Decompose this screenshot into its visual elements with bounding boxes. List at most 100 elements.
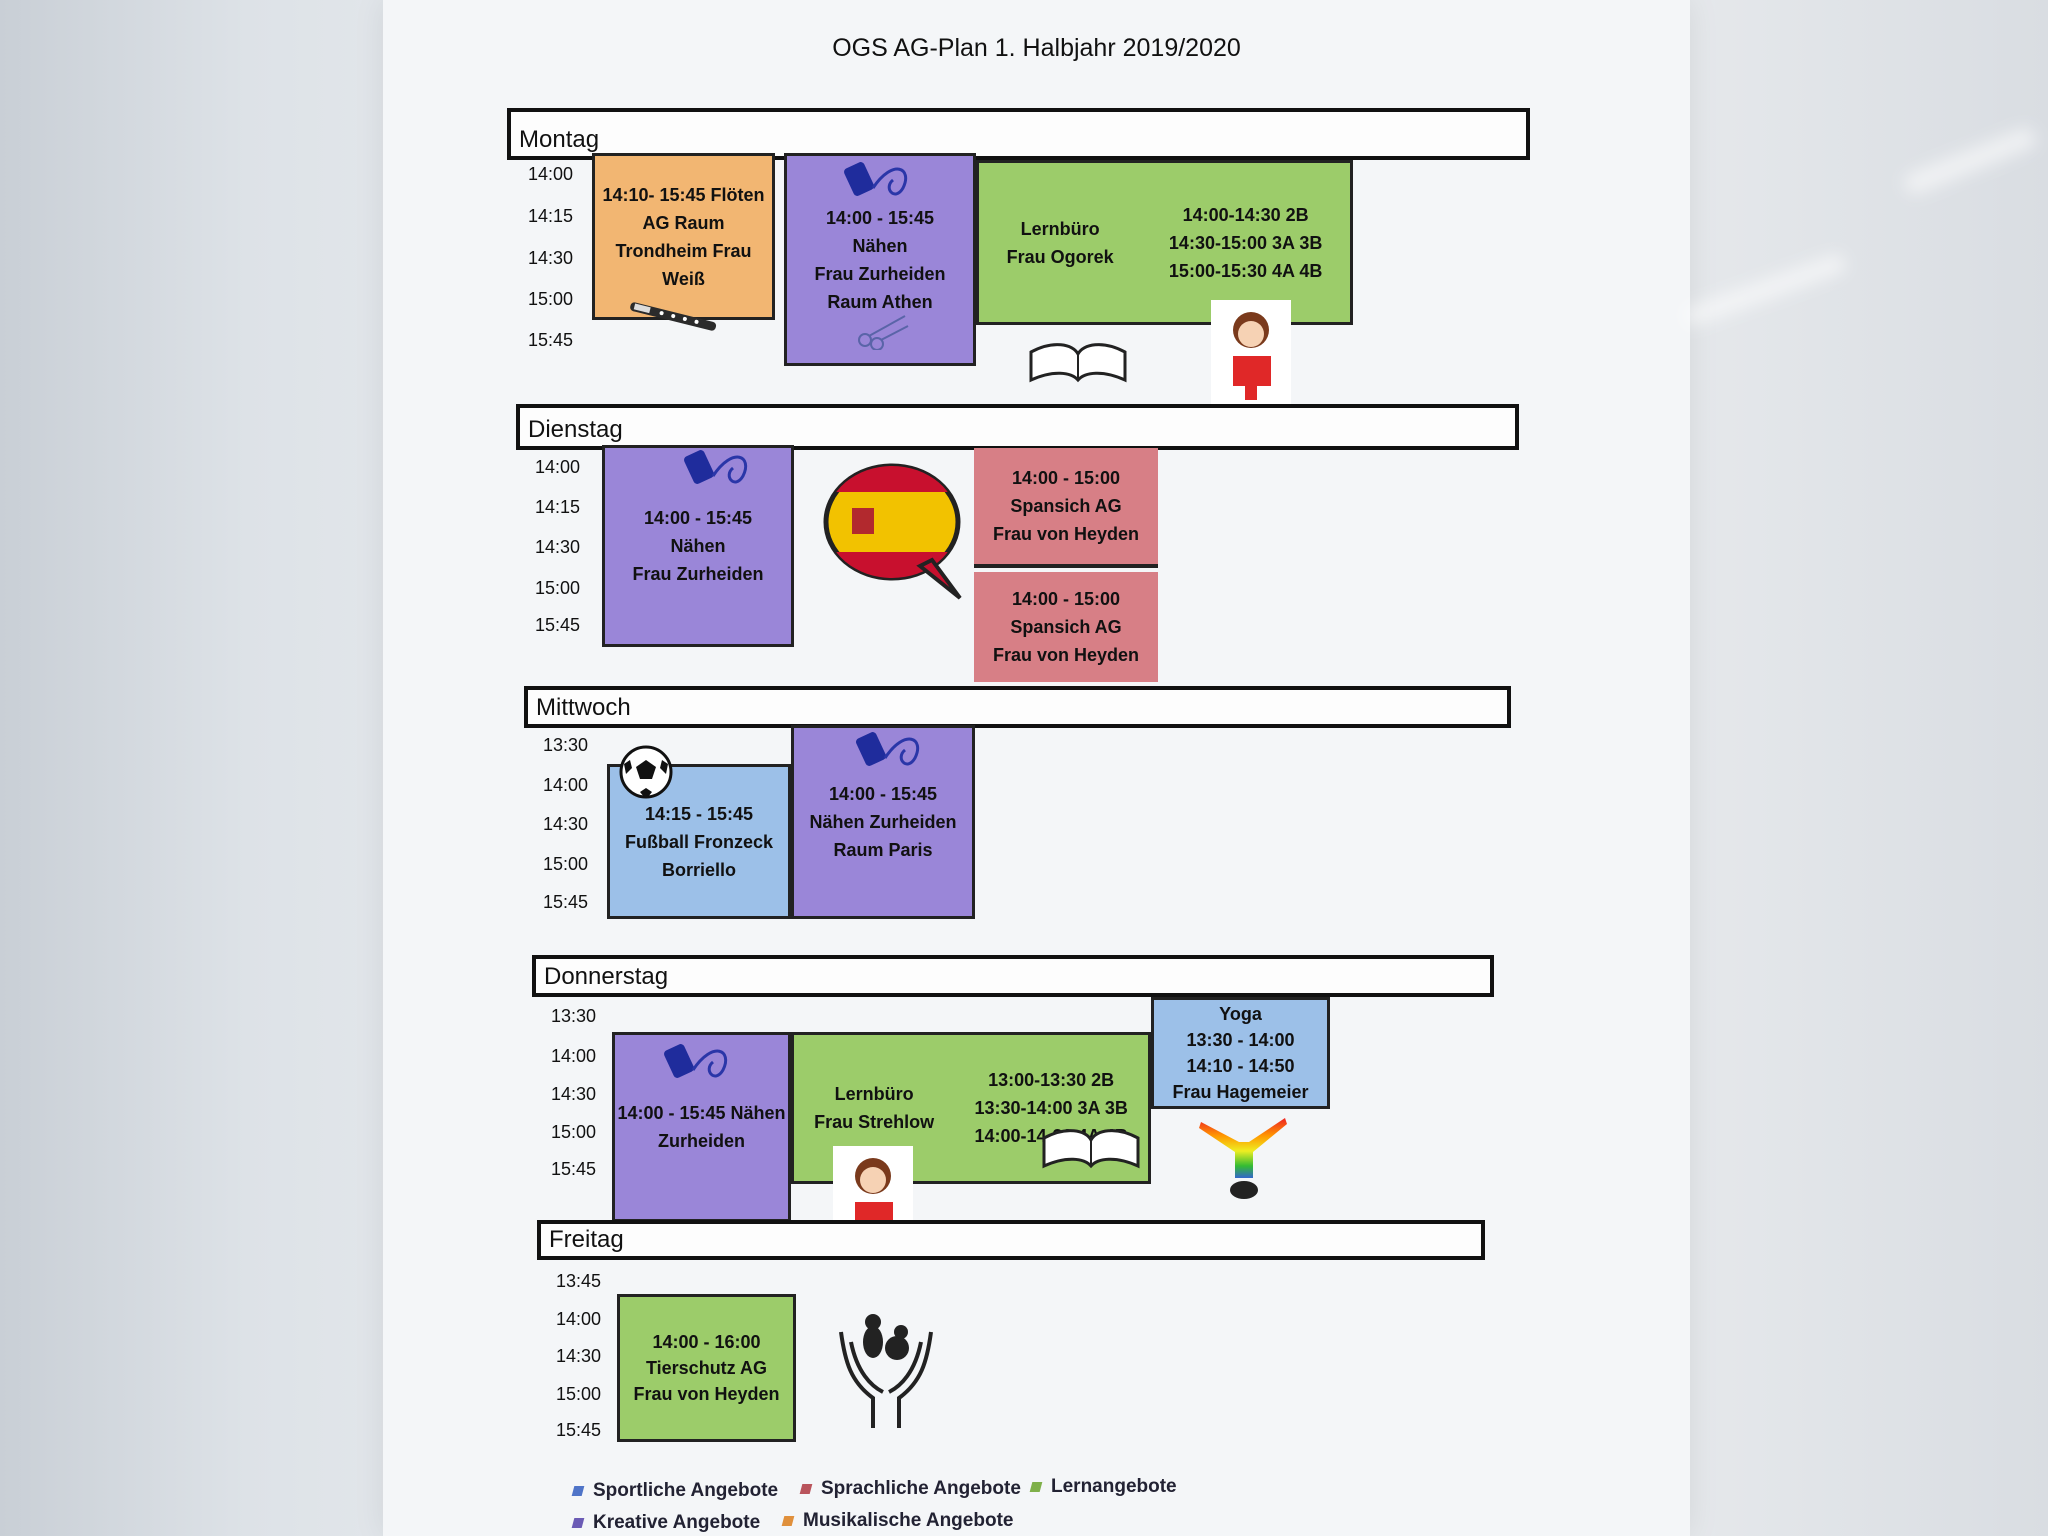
ag-text: Frau Zurheiden [632,564,764,584]
ag-text: Lernbüro [1020,218,1100,239]
ag-text: Raum Paris [833,840,933,860]
ag-text: 13:30-14:00 3A 3B [974,1098,1128,1118]
ag-text: Zurheiden [657,1131,745,1151]
time-label: 14:00 [527,164,573,184]
day-header-montag: Montag [507,108,1530,160]
time-label: 15:45 [542,892,588,912]
time-label: 14:00 [555,1309,601,1329]
ag-text: 13:30 - 14:00 [1186,1030,1295,1050]
legend-swatch [571,1486,585,1496]
day-header-dienstag: Dienstag [516,404,1519,450]
ag-text: Spansich AG [1010,496,1122,516]
time-column-mittwoch: 13:30 14:00 14:30 15:00 15:45 [518,733,588,923]
ag-text: 14:00-14:30 2B [1182,204,1309,225]
ag-text: Borriello [661,859,736,880]
time-label: 14:30 [550,1084,596,1104]
ag-box-spanisch-1: 14:00 - 15:00 Spansich AG Frau von Heyde… [974,448,1158,568]
book-icon [1042,1129,1140,1169]
thread-scissors-icon [844,162,908,196]
ag-text: 14:00 - 16:00 [652,1332,761,1352]
lernbuero-left: Lernbüro Frau Ogorek [1007,215,1114,271]
legend-label: Sprachliche Angebote [821,1478,1021,1499]
scissors-icon [858,315,909,350]
ag-text: Lernbüro [834,1084,914,1104]
ag-box-naehen: 14:00 - 15:45 Nähen Zurheiden [612,1032,791,1222]
time-label: 15:45 [534,615,580,635]
ag-text: Weiß [662,268,705,289]
time-label: 14:30 [542,814,588,834]
time-label: 14:00 [542,775,588,795]
thread-scissors-icon [664,1044,728,1078]
ag-text: 14:00 - 15:45 [825,207,935,228]
time-label: 14:30 [527,248,573,268]
ag-text: Trondheim Frau [615,240,752,261]
legend-label: Lernangebote [1051,1476,1177,1497]
ag-text: Nähen [670,536,726,556]
time-column-dienstag: 14:00 14:15 14:30 15:00 15:45 [510,452,580,642]
ag-text: 14:00 - 15:00 [1011,589,1121,609]
time-label: 15:00 [550,1122,596,1142]
legend-label: Kreative Angebote [593,1512,761,1533]
ag-text: 14:00 - 15:45 [828,784,938,804]
legend-label: Musikalische Angebote [803,1510,1014,1531]
day-header-freitag: Freitag [537,1220,1485,1260]
ag-text: Frau Hagemeier [1172,1082,1309,1102]
soccer-ball-icon [619,745,673,799]
time-label: 15:00 [542,854,588,874]
ag-text: 14:10 - 14:50 [1186,1056,1295,1076]
ag-text: Frau von Heyden [633,1384,780,1404]
legend-item: Sportliche Angebote [571,1480,779,1502]
ag-text: Nähen Zurheiden [809,812,957,832]
recorder-flute-icon [630,302,717,331]
time-label: 15:00 [527,289,573,309]
time-column-montag: 14:00 14:15 14:30 15:00 15:45 [503,160,573,360]
ag-box-yoga: Yoga 13:30 - 14:00 14:10 - 14:50 Frau Ha… [1151,997,1330,1109]
ag-text: Frau von Heyden [992,524,1140,544]
legend-item: Sprachliche Angebote [799,1478,1021,1500]
time-label: 13:45 [555,1271,601,1291]
time-column-donnerstag: 13:30 14:00 14:30 15:00 15:45 [526,1003,596,1193]
ag-text: 14:00 - 15:45 [643,508,753,528]
time-label: 14:15 [534,497,580,517]
legend-label: Sportliche Angebote [593,1480,779,1501]
ag-text: Fußball Fronzeck [624,831,774,852]
ag-box-spanisch-2: 14:00 - 15:00 Spansich AG Frau von Heyde… [974,572,1158,682]
time-label: 13:30 [542,735,588,755]
ag-text: Nähen [852,235,908,256]
ag-text: 14:10- 15:45 Flöten [602,184,765,205]
thread-scissors-icon [856,732,920,766]
ag-text: Frau Ogorek [1006,246,1114,267]
screen-glare [1900,124,2040,198]
ag-text: 13:00-13:30 2B [988,1070,1115,1090]
ag-box-lernbuero: Lernbüro Frau Ogorek 14:00-14:30 2B 14:3… [976,160,1353,325]
time-label: 15:00 [534,578,580,598]
ag-text: Frau Zurheiden [814,263,946,284]
legend-item: Musikalische Angebote [781,1510,1014,1532]
day-label: Donnerstag [544,963,669,990]
time-label: 14:00 [550,1046,596,1066]
ag-text: Spansich AG [1010,617,1122,637]
time-label: 15:00 [555,1384,601,1404]
day-label: Mittwoch [536,694,631,721]
ag-text: 14:00 - 15:00 [1011,468,1121,488]
time-column-freitag: 13:45 14:00 14:30 15:00 15:45 [531,1266,601,1456]
time-label: 14:30 [534,537,580,557]
time-label: 14:15 [527,206,573,226]
ag-text: 15:00-15:30 4A 4B [1168,260,1323,281]
lernbuero-right: 14:00-14:30 2B 14:30-15:00 3A 3B 15:00-1… [1169,201,1322,285]
day-label: Montag [519,126,600,153]
reading-girl-icon [1211,300,1291,405]
ag-text: Yoga [1219,1004,1262,1024]
legend-item: Kreative Angebote [571,1512,761,1534]
time-label: 14:00 [534,457,580,477]
day-header-mittwoch: Mittwoch [524,686,1511,728]
legend-swatch [1029,1482,1043,1492]
ag-text: Raum Athen [827,291,933,312]
animal-hands-icon [839,1314,933,1428]
day-label: Freitag [549,1226,624,1253]
spain-flag-speech-icon [823,463,962,600]
legend-swatch [571,1518,585,1528]
ag-text: Frau Strehlow [814,1112,935,1132]
time-label: 13:30 [550,1006,596,1026]
time-label: 15:45 [550,1159,596,1179]
